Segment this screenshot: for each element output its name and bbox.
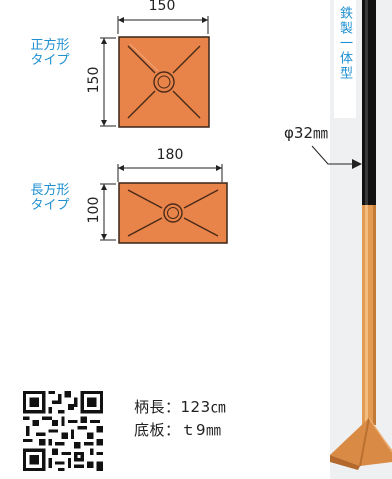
pole-diameter-label: φ32㎜	[284, 124, 328, 142]
rect-height-dimension	[100, 183, 116, 241]
rect-width-dimension	[117, 164, 223, 182]
rect-height-value: 100	[86, 196, 102, 224]
pole-product-image	[330, 0, 392, 470]
diameter-leader-line	[311, 145, 362, 169]
rect-type-label-line1: 長方形	[30, 183, 70, 198]
type-label-strip	[334, 0, 356, 118]
square-type-label: 正方形 タイプ	[22, 38, 78, 68]
square-width-value: 150	[148, 0, 176, 14]
rect-width-value: 180	[156, 147, 184, 163]
handle-length-spec: 柄長：123㎝	[134, 398, 227, 416]
base-thickness-spec: 底板：ｔ9㎜	[134, 421, 222, 439]
square-type-label-line2: タイプ	[30, 53, 70, 68]
square-width-dimension	[117, 16, 209, 34]
square-height-dimension	[100, 37, 116, 127]
square-type-label-line1: 正方形	[30, 38, 70, 53]
rect-type-label: 長方形 タイプ	[22, 183, 78, 213]
rect-type-label-line2: タイプ	[30, 198, 70, 213]
square-height-value: 150	[86, 66, 102, 94]
square-base-plate	[118, 36, 210, 128]
iron-integrated-type-label: 鉄製一体型	[337, 6, 352, 81]
qr-code	[23, 391, 103, 471]
rect-base-plate	[118, 182, 228, 244]
